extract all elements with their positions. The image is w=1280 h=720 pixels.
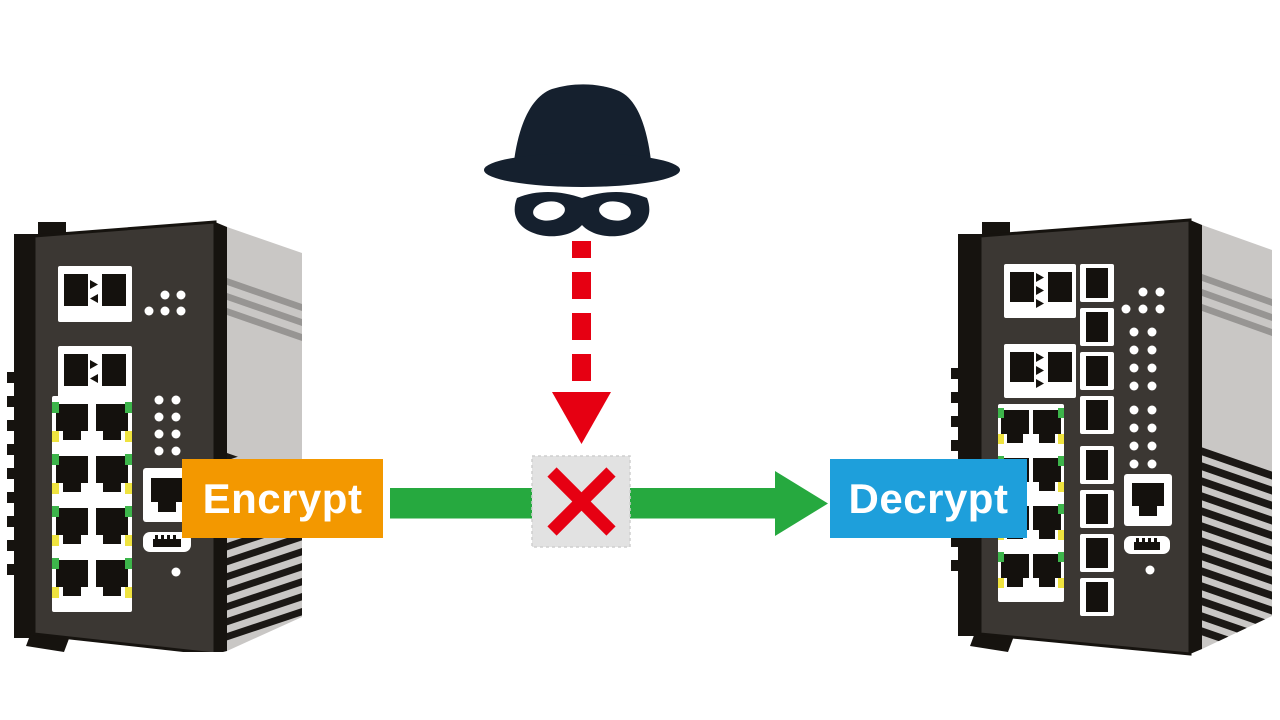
console-port	[1124, 474, 1172, 526]
side-heatsink-fins	[1202, 446, 1272, 649]
blocked-interception-box	[531, 455, 631, 548]
red-x-icon	[547, 467, 616, 536]
spy-hat-crown	[513, 84, 652, 170]
switch-right	[951, 218, 1272, 656]
sfp-module	[58, 266, 132, 322]
status-led-dots	[154, 395, 181, 456]
red-dashed-arrow-icon	[552, 241, 611, 444]
console-port	[143, 468, 191, 522]
arrowhead	[552, 392, 611, 444]
spy-eye	[599, 201, 631, 221]
status-led-dots	[144, 290, 186, 316]
spy-icon	[484, 84, 680, 237]
encrypt-label: Encrypt	[182, 459, 383, 538]
port-leds	[52, 402, 132, 569]
status-led-dots	[1121, 287, 1165, 469]
side-grooves	[1202, 274, 1272, 336]
rj45-port-block	[52, 396, 132, 612]
reset-led-dot	[171, 567, 181, 577]
sfp-module	[58, 346, 132, 402]
chassis-corner	[1190, 220, 1202, 654]
decrypt-label: Decrypt	[830, 459, 1027, 538]
port-leds	[52, 431, 132, 598]
side-grooves	[227, 278, 302, 341]
sfp-module	[1004, 344, 1076, 398]
spy-hat-brim	[484, 153, 680, 187]
reset-led-dot	[1145, 565, 1155, 575]
usb-port	[143, 532, 191, 552]
port-column	[1080, 264, 1114, 616]
sfp-module	[1004, 264, 1076, 318]
spy-eye	[533, 201, 565, 221]
chassis-corner	[215, 222, 227, 652]
usb-port	[1124, 536, 1170, 554]
